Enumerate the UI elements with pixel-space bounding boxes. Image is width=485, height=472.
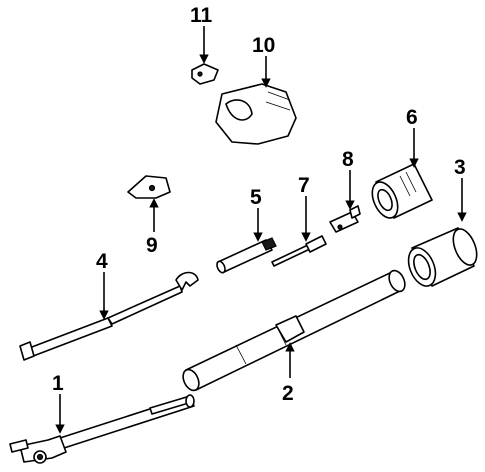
callout-1: 1 bbox=[52, 372, 64, 395]
callout-5: 5 bbox=[250, 186, 262, 209]
part-3-column-housing bbox=[407, 227, 478, 287]
callout-labels: 1 2 3 4 5 6 7 8 9 10 11 bbox=[52, 4, 466, 405]
callout-4: 4 bbox=[96, 250, 108, 273]
part-10-cover bbox=[215, 83, 297, 145]
part-6-lock-housing bbox=[371, 163, 433, 219]
part-9-bracket bbox=[127, 175, 171, 199]
part-5-shift-tube bbox=[216, 237, 277, 274]
part-1-lower-shaft bbox=[9, 394, 195, 464]
callout-6: 6 bbox=[406, 106, 418, 129]
leader-arrows bbox=[55, 26, 467, 434]
callout-9: 9 bbox=[146, 234, 158, 257]
callout-10: 10 bbox=[252, 34, 275, 57]
part-2-column-jacket bbox=[182, 269, 406, 392]
part-4-shift-rod bbox=[19, 271, 199, 361]
part-7-pin bbox=[271, 235, 327, 267]
callout-8: 8 bbox=[342, 148, 354, 171]
part-8-clip bbox=[329, 205, 361, 233]
callout-11: 11 bbox=[190, 4, 213, 27]
callout-7: 7 bbox=[298, 174, 310, 197]
callout-2: 2 bbox=[282, 382, 294, 405]
callout-3: 3 bbox=[454, 156, 466, 179]
part-11-key bbox=[191, 63, 219, 85]
